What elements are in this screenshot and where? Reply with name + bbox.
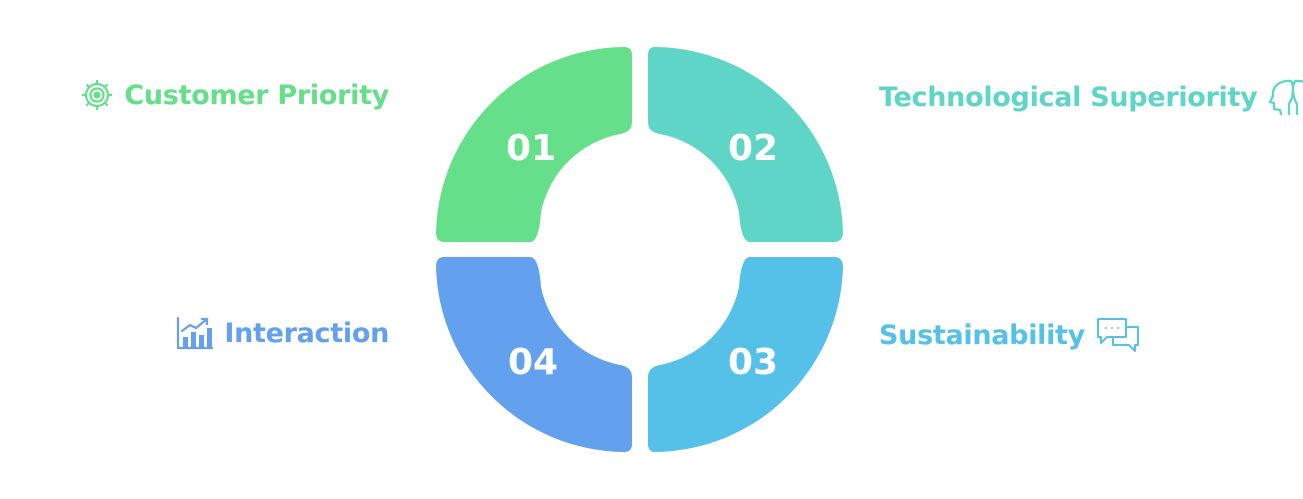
segment-02-shape [648, 47, 843, 242]
two-heads-icon [1267, 78, 1303, 116]
segment-02-number: 02 [728, 128, 778, 169]
label-technological-superiority-text: Technological Superiority [879, 81, 1258, 113]
label-interaction: Interaction [176, 316, 389, 350]
segment-03-number: 03 [728, 342, 778, 383]
label-interaction-text: Interaction [224, 317, 389, 349]
segment-02: 02 [648, 47, 843, 242]
segment-01-shape [436, 47, 632, 242]
label-customer-priority-text: Customer Priority [124, 79, 389, 111]
segment-03: 03 [648, 257, 843, 452]
segment-01: 01 [436, 47, 632, 242]
label-technological-superiority: Technological Superiority [879, 78, 1303, 116]
segment-01-number: 01 [506, 128, 556, 169]
segment-04-number: 04 [508, 342, 558, 383]
label-customer-priority: Customer Priority [80, 78, 389, 112]
bar-chart-icon [176, 316, 214, 350]
segment-03-shape [648, 257, 843, 452]
label-sustainability-text: Sustainability [879, 319, 1085, 351]
segment-04-shape [436, 257, 632, 452]
segment-04: 04 [436, 257, 632, 452]
label-sustainability: Sustainability [879, 316, 1141, 354]
speech-bubbles-icon [1095, 316, 1141, 354]
gear-target-icon [80, 78, 114, 112]
